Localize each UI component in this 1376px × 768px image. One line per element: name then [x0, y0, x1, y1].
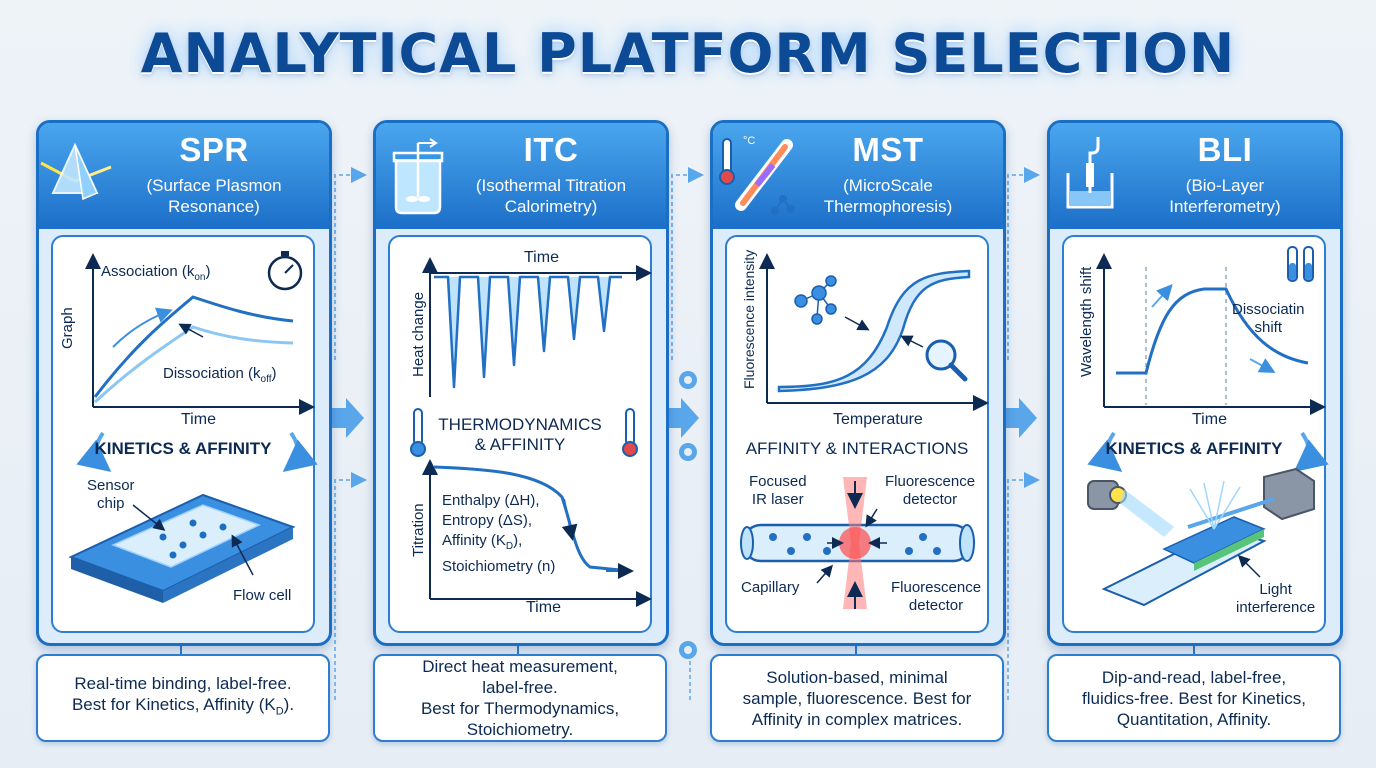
magnifier-icon: [925, 339, 968, 382]
x-axis-label-top: Time: [524, 249, 559, 266]
panel-body: Time Heat change THERMODYNAMICS& AFFINIT…: [388, 235, 652, 633]
y-axis-label: Wavelength shift: [1078, 266, 1095, 377]
thermometer-icon: [410, 408, 638, 457]
celsius-label: °C: [743, 135, 756, 147]
section-label: KINETICS & AFFINITY: [94, 439, 272, 458]
gear-icons: [679, 371, 697, 659]
association-label: Association (kon): [101, 263, 211, 283]
arrow-right-1: [330, 398, 364, 438]
interferometry-graph: [1087, 246, 1329, 607]
y-axis-label-bottom: Titration: [410, 503, 427, 557]
x-axis-label: Time: [1192, 411, 1227, 428]
capillary-label: Capillary: [741, 579, 800, 596]
y-axis-label: Graph: [59, 307, 76, 349]
y-axis-label-top: Heat change: [410, 291, 427, 377]
ir-laser-beam: [839, 477, 871, 609]
section-label: THERMODYNAMICS& AFFINITY: [438, 415, 602, 454]
summary-bli: Dip-and-read, label-free,fluidics-free. …: [1047, 654, 1341, 742]
panel-body: Fluorescence intensity Temperature AFFIN…: [725, 235, 989, 633]
x-axis-label: Time: [181, 411, 216, 428]
page-title: ANALYTICAL PLATFORM SELECTION: [140, 22, 1236, 85]
platform-abbr: ITC: [523, 131, 579, 168]
probe-well-icon: [1066, 137, 1114, 209]
dissociation-label: Dissociation (koff): [163, 365, 277, 385]
molecule-icon: [794, 275, 837, 325]
prism-icon: [40, 142, 112, 201]
summary-spr: Real-time binding, label-free.Best for K…: [36, 654, 330, 742]
kinetics-graph: [68, 251, 318, 603]
calorimeter-icon: [392, 138, 444, 215]
panel-body: Association (kon) Graph Dissociation (ko…: [51, 235, 318, 633]
arrow-right-3: [1003, 398, 1037, 438]
fluorescence-graph: [740, 253, 989, 609]
platform-abbr: MST: [852, 131, 924, 168]
biosensor-tip-icon: [1101, 516, 1267, 607]
test-tubes-icon: [1287, 246, 1314, 282]
summary-itc: Direct heat measurement,label-free.Best …: [373, 654, 667, 742]
arrow-right-2: [665, 398, 699, 438]
y-axis-label: Fluorescence intensity: [741, 249, 757, 389]
sensor-chip-icon: [68, 493, 296, 603]
light-source-icon: [1087, 480, 1174, 537]
detector-box-icon: [1187, 467, 1315, 529]
heat-graph: [410, 257, 652, 607]
platform-abbr: BLI: [1197, 131, 1253, 168]
thermometer-capillary-icon: [719, 138, 795, 215]
platform-abbr: SPR: [179, 131, 249, 168]
thermo-params: Enthalpy (ΔH),Entropy (ΔS),Affinity (KD)…: [442, 492, 556, 575]
flow-cell-label: Flow cell: [233, 587, 292, 604]
section-label: KINETICS & AFFINITY: [1105, 439, 1283, 458]
x-axis-label: Temperature: [833, 411, 923, 428]
section-label: AFFINITY & INTERACTIONS: [745, 439, 969, 458]
x-axis-label-bottom: Time: [526, 599, 561, 616]
